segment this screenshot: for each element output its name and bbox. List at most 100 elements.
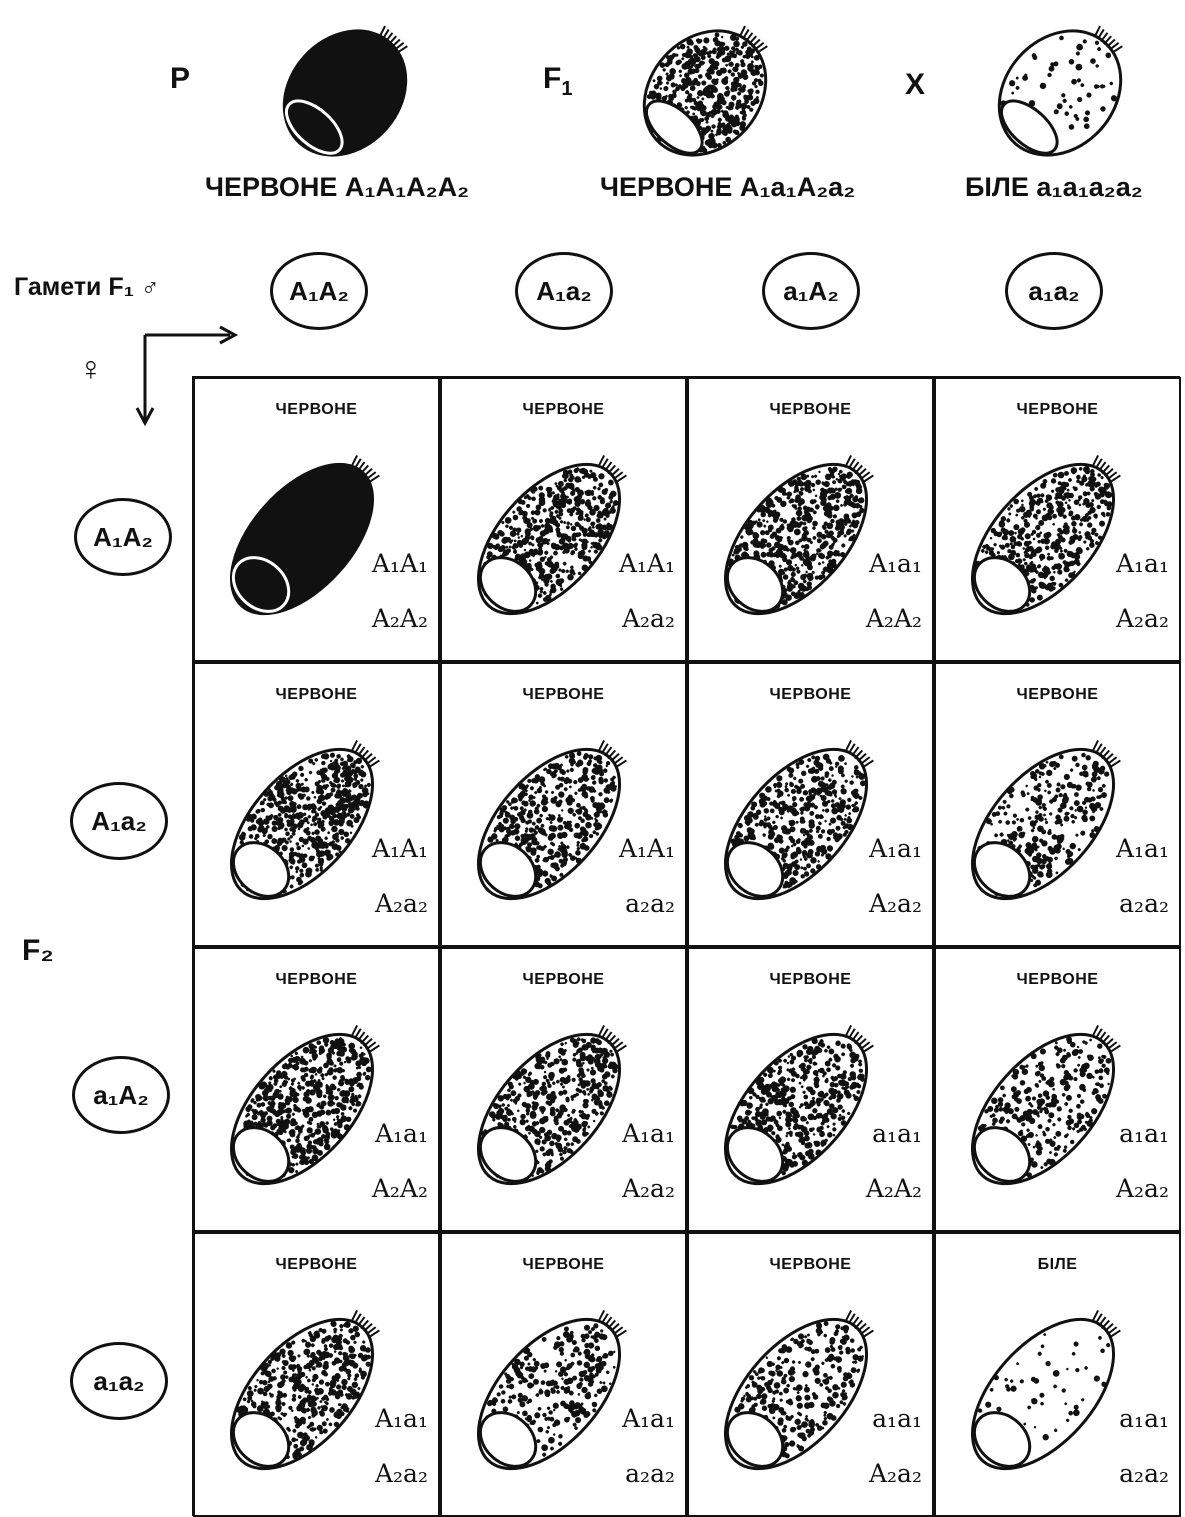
wheat-seed-icon	[207, 724, 397, 924]
wheat-seed-icon	[948, 439, 1138, 639]
cell-genotype-locus-1: a₁a₁	[872, 1404, 922, 1433]
f2-label: F₂	[22, 934, 54, 968]
cell-phenotype: ЧЕРВОНЕ	[195, 686, 438, 704]
punnett-cell: ЧЕРВОНЕ A₁A₁ A₂a₂	[440, 377, 687, 662]
parent-3-genotype: a₁a₁a₂a₂	[1036, 172, 1142, 202]
cell-genotype-locus-1: A₁A₁	[619, 549, 675, 578]
male-gamete-2: A₁a₂	[515, 252, 613, 330]
cell-phenotype: ЧЕРВОНЕ	[689, 971, 932, 989]
cell-genotype-locus-2: a₂a₂	[1119, 889, 1169, 918]
female-gamete-3: a₁A₂	[72, 1056, 170, 1134]
cell-genotype-locus-2: A₂A₂	[866, 604, 922, 633]
wheat-seed-icon	[701, 724, 891, 924]
cell-genotype-locus-1: a₁a₁	[872, 1119, 922, 1148]
parent-3-phenotype: БІЛЕ	[965, 172, 1029, 202]
cell-genotype-locus-1: A₁a₁	[1116, 834, 1169, 863]
wheat-seed-icon	[454, 1009, 644, 1209]
wheat-seed-icon	[207, 439, 397, 639]
cell-genotype-locus-2: A₂a₂	[869, 889, 922, 918]
cell-phenotype: ЧЕРВОНЕ	[689, 1256, 932, 1274]
cell-genotype-locus-1: A₁a₁	[1116, 549, 1169, 578]
cell-genotype-locus-1: A₁A₁	[372, 549, 428, 578]
punnett-cell: БІЛЕ a₁a₁ a₂a₂	[934, 1232, 1181, 1517]
cell-genotype-locus-2: A₂a₂	[375, 889, 428, 918]
cell-genotype-locus-2: A₂a₂	[622, 1174, 675, 1203]
punnett-cell: ЧЕРВОНЕ a₁a₁ A₂a₂	[687, 1232, 934, 1517]
wheat-seed-icon	[701, 1294, 891, 1494]
cell-phenotype: БІЛЕ	[936, 1256, 1179, 1274]
parent-1-phenotype: ЧЕРВОНЕ	[205, 172, 337, 202]
cell-phenotype: ЧЕРВОНЕ	[195, 971, 438, 989]
punnett-cell: ЧЕРВОНЕA₁a₁A₂a₂	[934, 377, 1181, 662]
cell-phenotype: ЧЕРВОНЕ	[442, 971, 685, 989]
female-gamete-4: a₁a₂	[70, 1342, 168, 1420]
cell-phenotype: ЧЕРВОНЕ	[195, 401, 438, 419]
wheat-seed-icon	[701, 1009, 891, 1209]
cell-genotype-locus-2: A₂a₂	[1116, 1174, 1169, 1203]
f1-label: F1	[543, 62, 572, 101]
cell-genotype-locus-1: A₁A₁	[619, 834, 675, 863]
cell-genotype-locus-2: A₂a₂	[375, 1459, 428, 1488]
parent-2-phenotype: ЧЕРВОНЕ	[600, 172, 732, 202]
cell-phenotype: ЧЕРВОНЕ	[936, 686, 1179, 704]
wheat-seed-icon	[948, 1009, 1138, 1209]
cell-genotype-locus-2: A₂a₂	[869, 1459, 922, 1488]
wheat-seed-icon	[454, 439, 644, 639]
parent-2-genotype: A₁a₁A₂a₂	[740, 172, 855, 202]
parent-1-label: ЧЕРВОНЕ A₁A₁A₂A₂	[205, 172, 469, 203]
parent-3-label: БІЛЕ a₁a₁a₂a₂	[965, 172, 1143, 203]
cell-genotype-locus-2: A₂A₂	[372, 1174, 428, 1203]
cell-genotype-locus-1: A₁a₁	[375, 1119, 428, 1148]
f1-seed	[600, 18, 810, 168]
cell-phenotype: ЧЕРВОНЕ	[195, 1256, 438, 1274]
female-gamete-2: A₁a₂	[70, 782, 168, 860]
punnett-cell: ЧЕРВОНЕ a₁a₁ A₂A₂	[687, 947, 934, 1232]
cell-phenotype: ЧЕРВОНЕ	[442, 686, 685, 704]
cell-genotype-locus-1: A₁a₁	[869, 834, 922, 863]
cell-genotype-locus-1: a₁a₁	[1119, 1119, 1169, 1148]
punnett-cell: ЧЕРВОНЕ A₁a₁ A₂a₂	[687, 662, 934, 947]
punnett-cell: ЧЕРВОНЕ A₁a₁ A₂A₂	[687, 377, 934, 662]
punnett-cell: ЧЕРВОНЕ A₁a₁ a₂a₂	[934, 662, 1181, 947]
wheat-seed-icon	[948, 1294, 1138, 1494]
cell-genotype-locus-2: A₂a₂	[622, 604, 675, 633]
cell-genotype-locus-1: A₁a₁	[375, 1404, 428, 1433]
cell-phenotype: ЧЕРВОНЕ	[442, 1256, 685, 1274]
female-symbol: ♀	[78, 350, 104, 389]
gametes-label: Гамети F₁ ♂	[14, 273, 160, 302]
wheat-seed-icon	[701, 439, 891, 639]
wheat-seed-icon	[207, 1294, 397, 1494]
parent-1-genotype: A₁A₁A₂A₂	[345, 172, 469, 202]
cell-phenotype: ЧЕРВОНЕ	[936, 971, 1179, 989]
cell-phenotype: ЧЕРВОНЕ	[689, 401, 932, 419]
cell-genotype-locus-1: A₁a₁	[869, 549, 922, 578]
wheat-seed-icon	[454, 724, 644, 924]
cross-label: X	[905, 68, 925, 102]
f1-subscript: 1	[561, 78, 572, 100]
cell-genotype-locus-2: A₂a₂	[1116, 604, 1169, 633]
cell-genotype-locus-1: A₁a₁	[622, 1119, 675, 1148]
parent-seed-white	[955, 18, 1165, 168]
cell-genotype-locus-1: A₁a₁	[622, 1404, 675, 1433]
wheat-seed-icon	[948, 724, 1138, 924]
male-gamete-1: A₁A₂	[270, 252, 368, 330]
f1-letter: F	[543, 62, 561, 95]
cell-genotype-locus-2: a₂a₂	[625, 1459, 675, 1488]
female-gamete-1: A₁A₂	[74, 498, 172, 576]
cell-phenotype: ЧЕРВОНЕ	[689, 686, 932, 704]
wheat-seed-icon	[454, 1294, 644, 1494]
cell-phenotype: ЧЕРВОНЕ	[442, 401, 685, 419]
punnett-cell: ЧЕРВОНЕ a₁a₁ A₂a₂	[934, 947, 1181, 1232]
punnett-cell: ЧЕРВОНЕ A₁a₁ A₂A₂	[193, 947, 440, 1232]
cell-genotype-locus-2: A₂A₂	[866, 1174, 922, 1203]
wheat-seed-icon	[207, 1009, 397, 1209]
parent-2-label: ЧЕРВОНЕ A₁a₁A₂a₂	[600, 172, 855, 203]
cell-genotype-locus-1: a₁a₁	[1119, 1404, 1169, 1433]
cell-genotype-locus-2: a₂a₂	[1119, 1459, 1169, 1488]
punnett-cell: ЧЕРВОНЕ A₁a₁ A₂a₂	[440, 947, 687, 1232]
punnett-cell: ЧЕРВОНЕ A₁a₁ A₂a₂	[193, 1232, 440, 1517]
